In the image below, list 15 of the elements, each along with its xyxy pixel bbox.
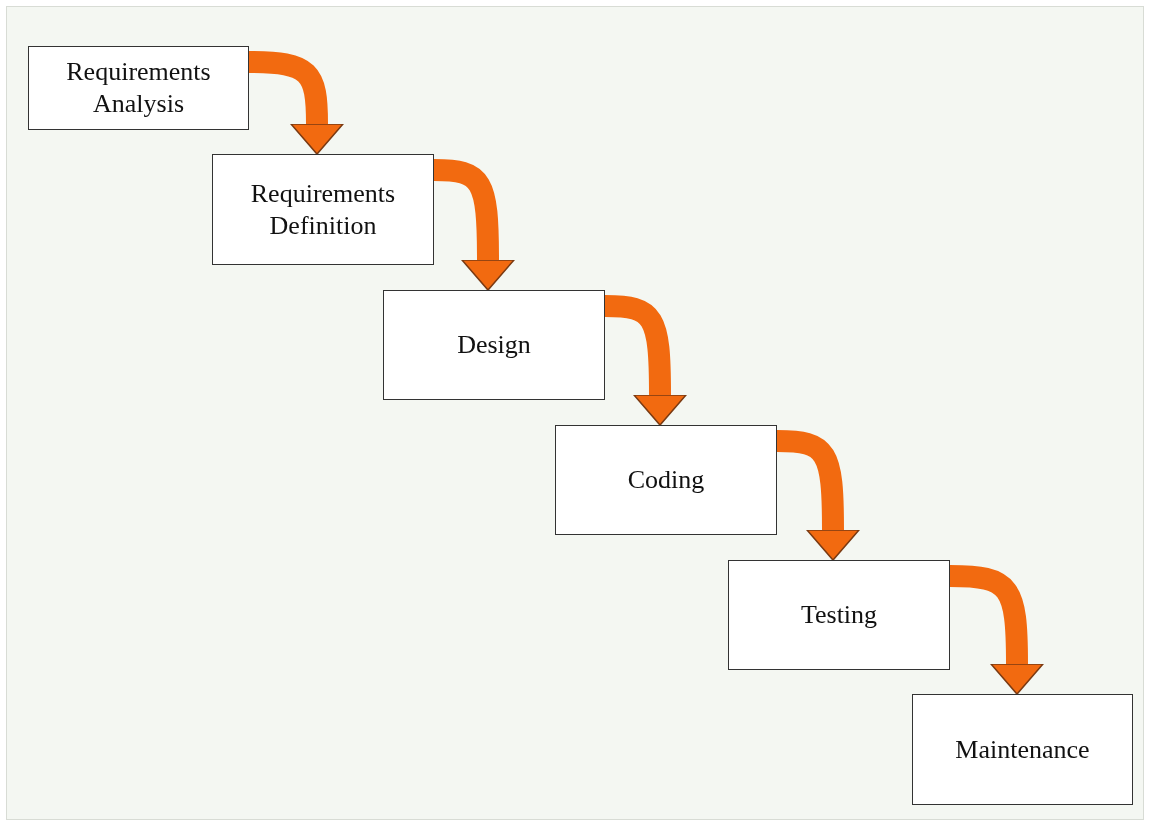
process-box [728,560,950,670]
process-box [28,46,249,130]
step-label: Coding [627,464,705,496]
process-box [212,154,434,265]
step-label: Maintenance [955,733,1090,766]
step-label: Requirements Definition [249,177,397,242]
process-box [555,425,777,535]
process-box [912,694,1133,805]
step-label: Design [457,329,531,361]
step-label: Testing [800,599,878,631]
curved-arrow [433,159,515,291]
curved-arrow [776,430,860,561]
process-box [383,290,605,400]
curved-arrow [604,295,687,426]
step-label: Requirements Analysis [65,56,212,120]
